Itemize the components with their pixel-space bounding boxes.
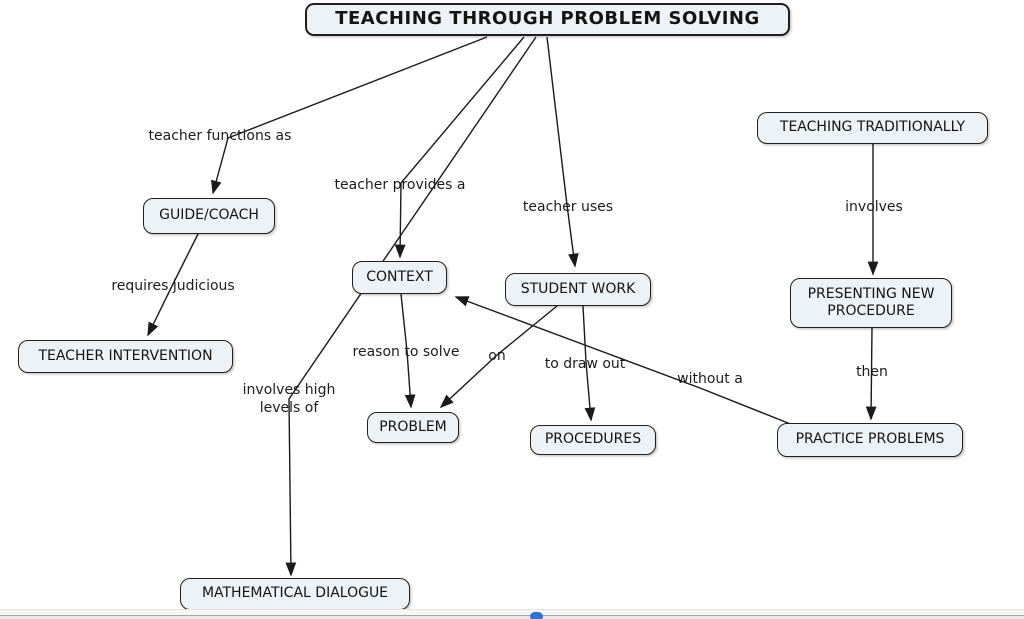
- edge-student-work-to-problem: [439, 305, 558, 409]
- node-student-work[interactable]: STUDENT WORK: [505, 273, 651, 306]
- edge-context-to-problem: [400, 293, 416, 409]
- bottom-divider-line: [0, 615, 1024, 616]
- edge-guide-coach-to-teacher-intervention: [147, 233, 199, 337]
- edge-label-involves[interactable]: involves: [845, 199, 903, 215]
- edge-label-reason-to-solve[interactable]: reason to solve: [352, 344, 460, 360]
- edge-title-to-student-work: [546, 36, 579, 268]
- node-presenting-new-procedure[interactable]: PRESENTING NEW PROCEDURE: [790, 278, 952, 328]
- edge-title-to-mathematical-dialogue: [285, 36, 537, 577]
- node-teacher-intervention[interactable]: TEACHER INTERVENTION: [18, 340, 233, 373]
- node-practice-problems[interactable]: PRACTICE PROBLEMS: [777, 423, 963, 457]
- edge-label-then[interactable]: then: [856, 364, 888, 380]
- edge-label-teacher-uses[interactable]: teacher uses: [522, 199, 614, 215]
- node-procedures[interactable]: PROCEDURES: [530, 425, 656, 455]
- node-mathematical-dialogue[interactable]: MATHEMATICAL DIALOGUE: [180, 578, 410, 610]
- window-bottom-strip: [0, 609, 1024, 619]
- edge-presenting-new-procedure-to-practice-problems: [865, 327, 877, 421]
- edge-practice-problems-to-context: [454, 296, 794, 426]
- edge-label-on[interactable]: on: [488, 348, 506, 364]
- node-context[interactable]: CONTEXT: [352, 261, 447, 294]
- edge-title-to-context: [394, 36, 525, 259]
- edge-student-work-to-procedures: [582, 305, 596, 422]
- edge-label-teacher-functions-as[interactable]: teacher functions as: [148, 128, 292, 144]
- edge-label-requires-judicious[interactable]: requires judicious: [111, 278, 235, 294]
- edge-label-without-a[interactable]: without a: [677, 371, 743, 387]
- edge-title-to-guide-coach: [211, 36, 488, 195]
- edge-label-involves-high-levels-of[interactable]: involves high levels of: [242, 382, 336, 417]
- node-guide-coach[interactable]: GUIDE/COACH: [143, 198, 275, 234]
- bottom-bar: [0, 616, 1024, 619]
- node-problem[interactable]: PROBLEM: [367, 412, 459, 443]
- node-teaching-through-problem-solving[interactable]: TEACHING THROUGH PROBLEM SOLVING: [305, 3, 790, 36]
- edge-label-teacher-provides-a[interactable]: teacher provides a: [334, 177, 466, 193]
- edge-label-to-draw-out[interactable]: to draw out: [544, 356, 626, 372]
- node-teaching-traditionally[interactable]: TEACHING TRADITIONALLY: [757, 112, 988, 144]
- horizontal-scroll-indicator[interactable]: [530, 612, 543, 619]
